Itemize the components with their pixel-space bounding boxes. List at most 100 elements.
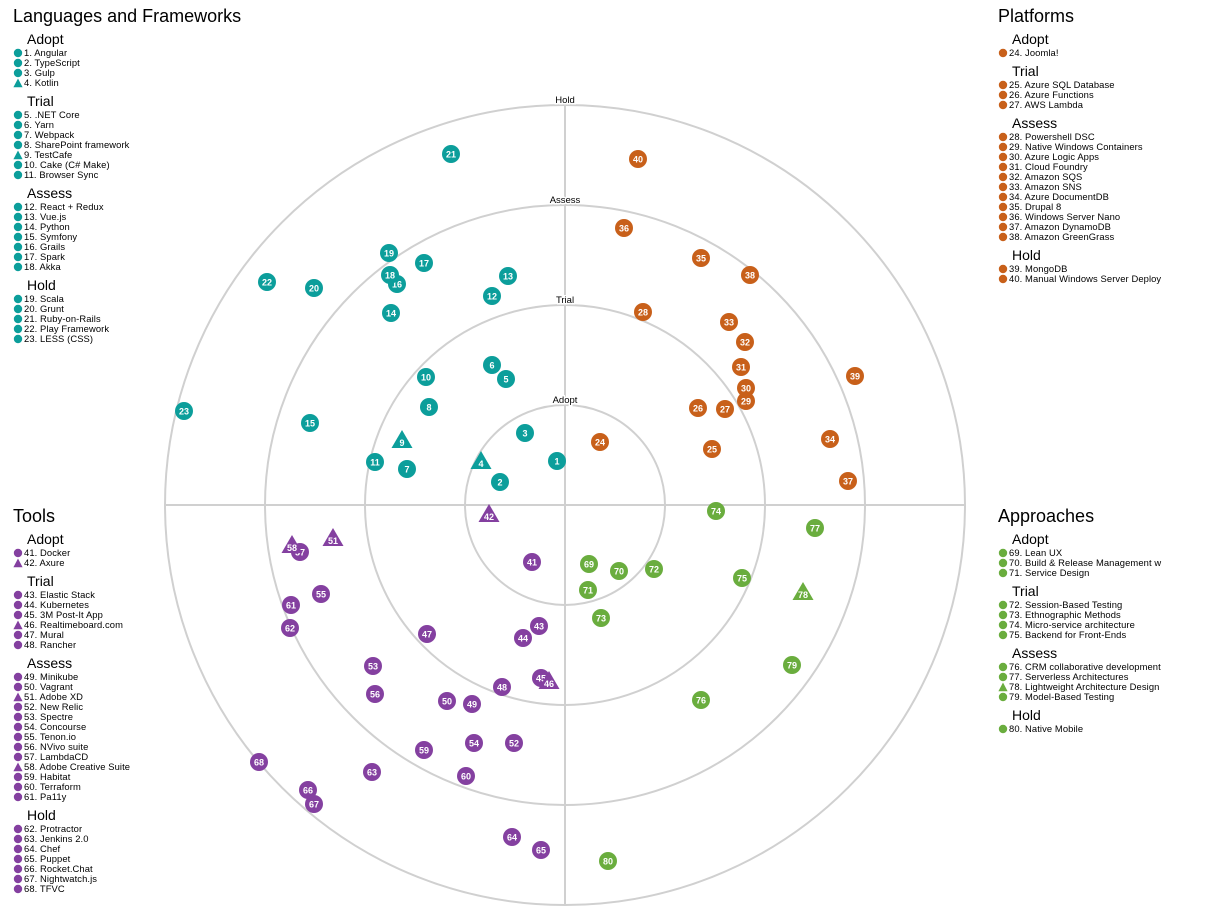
- legend-entry[interactable]: 60. Terraform: [13, 782, 130, 792]
- legend-entry[interactable]: 38. Amazon GreenGrass: [998, 232, 1161, 242]
- legend-entry[interactable]: 28. Powershell DSC: [998, 132, 1161, 142]
- legend-entry[interactable]: 61. Pa11y: [13, 792, 130, 802]
- blip-58[interactable]: 58: [281, 535, 303, 553]
- legend-entry[interactable]: 20. Grunt: [13, 304, 241, 314]
- legend-entry[interactable]: 21. Ruby-on-Rails: [13, 314, 241, 324]
- legend-entry[interactable]: 45. 3M Post-It App: [13, 610, 130, 620]
- legend-entry[interactable]: 24. Joomla!: [998, 48, 1161, 58]
- legend-entry[interactable]: 46. Realtimeboard.com: [13, 620, 130, 630]
- legend-entry[interactable]: 27. AWS Lambda: [998, 100, 1161, 110]
- legend-entry[interactable]: 14. Python: [13, 222, 241, 232]
- legend-entry[interactable]: 77. Serverless Architectures: [998, 672, 1166, 682]
- blip-18[interactable]: 18: [381, 266, 399, 284]
- legend-entry[interactable]: 3. Gulp: [13, 68, 241, 78]
- legend-entry[interactable]: 23. LESS (CSS): [13, 334, 241, 344]
- blip-40[interactable]: 40: [629, 150, 647, 168]
- legend-entry[interactable]: 52. New Relic: [13, 702, 130, 712]
- legend-entry[interactable]: 2. TypeScript: [13, 58, 241, 68]
- blip-52[interactable]: 52: [505, 734, 523, 752]
- blip-60[interactable]: 60: [457, 767, 475, 785]
- legend-entry[interactable]: 78. Lightweight Architecture Design: [998, 682, 1166, 692]
- blip-29[interactable]: 29: [737, 392, 755, 410]
- legend-entry[interactable]: 76. CRM collaborative development: [998, 662, 1166, 672]
- legend-entry[interactable]: 1. Angular: [13, 48, 241, 58]
- legend-entry[interactable]: 26. Azure Functions: [998, 90, 1161, 100]
- blip-27[interactable]: 27: [716, 400, 734, 418]
- blip-42[interactable]: 42: [478, 504, 500, 522]
- blip-35[interactable]: 35: [692, 249, 710, 267]
- legend-entry[interactable]: 65. Puppet: [13, 854, 130, 864]
- legend-entry[interactable]: 56. NVivo suite: [13, 742, 130, 752]
- legend-entry[interactable]: 35. Drupal 8: [998, 202, 1161, 212]
- legend-entry[interactable]: 54. Concourse: [13, 722, 130, 732]
- blip-8[interactable]: 8: [420, 398, 438, 416]
- blip-9[interactable]: 9: [391, 430, 413, 448]
- blip-74[interactable]: 74: [707, 502, 725, 520]
- blip-76[interactable]: 76: [692, 691, 710, 709]
- blip-66[interactable]: 66: [299, 781, 317, 799]
- legend-entry[interactable]: 25. Azure SQL Database: [998, 80, 1161, 90]
- legend-entry[interactable]: 49. Minikube: [13, 672, 130, 682]
- legend-entry[interactable]: 73. Ethnographic Methods: [998, 610, 1166, 620]
- legend-entry[interactable]: 4. Kotlin: [13, 78, 241, 88]
- legend-entry[interactable]: 30. Azure Logic Apps: [998, 152, 1161, 162]
- blip-78[interactable]: 78: [792, 582, 814, 600]
- blip-36[interactable]: 36: [615, 219, 633, 237]
- blip-65[interactable]: 65: [532, 841, 550, 859]
- legend-entry[interactable]: 36. Windows Server Nano: [998, 212, 1161, 222]
- legend-entry[interactable]: 62. Protractor: [13, 824, 130, 834]
- blip-43[interactable]: 43: [530, 617, 548, 635]
- legend-entry[interactable]: 12. React + Redux: [13, 202, 241, 212]
- legend-entry[interactable]: 53. Spectre: [13, 712, 130, 722]
- legend-entry[interactable]: 51. Adobe XD: [13, 692, 130, 702]
- legend-entry[interactable]: 32. Amazon SQS: [998, 172, 1161, 182]
- blip-53[interactable]: 53: [364, 657, 382, 675]
- legend-entry[interactable]: 67. Nightwatch.js: [13, 874, 130, 884]
- legend-entry[interactable]: 8. SharePoint framework: [13, 140, 241, 150]
- blip-48[interactable]: 48: [493, 678, 511, 696]
- legend-entry[interactable]: 41. Docker: [13, 548, 130, 558]
- blip-62[interactable]: 62: [281, 619, 299, 637]
- legend-entry[interactable]: 33. Amazon SNS: [998, 182, 1161, 192]
- legend-entry[interactable]: 16. Grails: [13, 242, 241, 252]
- legend-entry[interactable]: 79. Model-Based Testing: [998, 692, 1166, 702]
- blip-71[interactable]: 71: [579, 581, 597, 599]
- legend-entry[interactable]: 15. Symfony: [13, 232, 241, 242]
- blip-50[interactable]: 50: [438, 692, 456, 710]
- legend-entry[interactable]: 58. Adobe Creative Suite: [13, 762, 130, 772]
- blip-20[interactable]: 20: [305, 279, 323, 297]
- blip-13[interactable]: 13: [499, 267, 517, 285]
- blip-6[interactable]: 6: [483, 356, 501, 374]
- blip-56[interactable]: 56: [366, 685, 384, 703]
- blip-63[interactable]: 63: [363, 763, 381, 781]
- legend-entry[interactable]: 11. Browser Sync: [13, 170, 241, 180]
- blip-21[interactable]: 21: [442, 145, 460, 163]
- blip-44[interactable]: 44: [514, 629, 532, 647]
- blip-4[interactable]: 4: [470, 451, 492, 469]
- blip-15[interactable]: 15: [301, 414, 319, 432]
- blip-46[interactable]: 46: [538, 671, 560, 689]
- legend-entry[interactable]: 66. Rocket.Chat: [13, 864, 130, 874]
- blip-12[interactable]: 12: [483, 287, 501, 305]
- blip-11[interactable]: 11: [366, 453, 384, 471]
- blip-39[interactable]: 39: [846, 367, 864, 385]
- legend-entry[interactable]: 17. Spark: [13, 252, 241, 262]
- blip-37[interactable]: 37: [839, 472, 857, 490]
- blip-24[interactable]: 24: [591, 433, 609, 451]
- legend-entry[interactable]: 39. MongoDB: [998, 264, 1161, 274]
- blip-72[interactable]: 72: [645, 560, 663, 578]
- legend-entry[interactable]: 71. Service Design: [998, 568, 1166, 578]
- blip-32[interactable]: 32: [736, 333, 754, 351]
- blip-69[interactable]: 69: [580, 555, 598, 573]
- blip-34[interactable]: 34: [821, 430, 839, 448]
- blip-67[interactable]: 67: [305, 795, 323, 813]
- blip-47[interactable]: 47: [418, 625, 436, 643]
- legend-entry[interactable]: 64. Chef: [13, 844, 130, 854]
- blip-28[interactable]: 28: [634, 303, 652, 321]
- blip-79[interactable]: 79: [783, 656, 801, 674]
- blip-64[interactable]: 64: [503, 828, 521, 846]
- legend-entry[interactable]: 55. Tenon.io: [13, 732, 130, 742]
- blip-51[interactable]: 51: [322, 528, 344, 546]
- blip-19[interactable]: 19: [380, 244, 398, 262]
- blip-22[interactable]: 22: [258, 273, 276, 291]
